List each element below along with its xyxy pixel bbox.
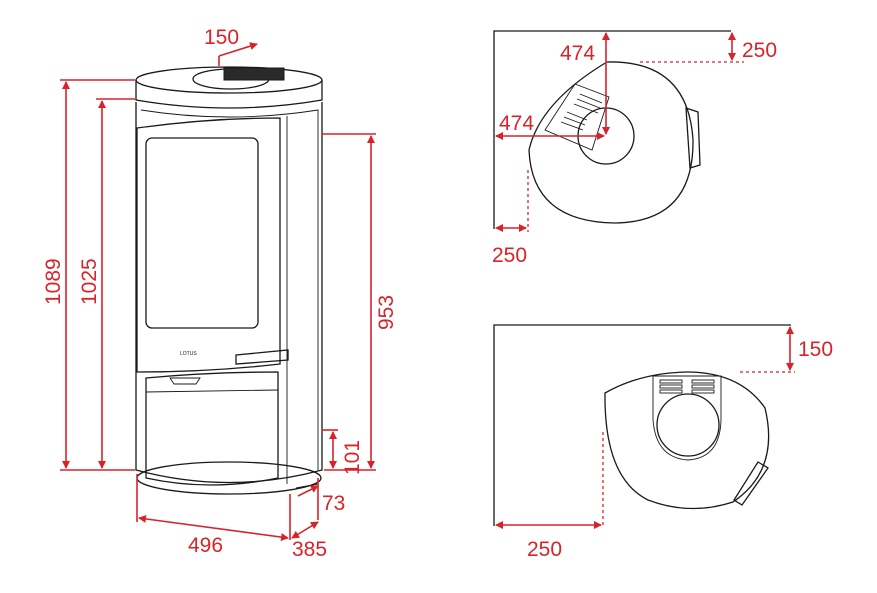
dim-label-air-inlet: 101 [341, 440, 364, 475]
dim-label-flue-height: 953 [375, 295, 398, 330]
corner-hood [544, 83, 610, 151]
corner-view: 474 474 250 250 [492, 30, 777, 267]
wall-view: 150 250 [493, 324, 833, 561]
dim-line-depth [291, 521, 319, 539]
corner-walls [493, 30, 731, 229]
door-glass [145, 137, 259, 329]
dim-label-corner-vertical: 474 [560, 42, 595, 65]
dim-label-height-to-top: 1025 [78, 258, 101, 305]
dim-line-top-offset [218, 42, 258, 57]
wall-view-walls [493, 324, 791, 526]
corner-stove-handle [685, 107, 701, 169]
wall-vent-grille [659, 379, 715, 394]
corner-vent-grille [560, 93, 603, 131]
dim-label-total-height: 1089 [42, 258, 65, 305]
door-handle [235, 349, 289, 365]
dim-label-corner-horizontal: 474 [499, 112, 534, 135]
dim-line-rear-offset [297, 485, 319, 497]
dim-label-rear-clearance: 150 [798, 338, 833, 361]
stove-body-inner-edge [140, 109, 319, 470]
stove-base [136, 461, 322, 495]
front-view: LOTUS 150 1089 1025 953 101 73 [42, 26, 398, 561]
dim-label-rear-offset: 73 [322, 492, 345, 515]
vent-slot [169, 377, 201, 385]
stove-top-band [135, 80, 323, 109]
dim-label-top-offset: 150 [204, 26, 239, 49]
door-frame [136, 117, 281, 373]
corner-stove-outline [528, 61, 694, 224]
log-store-opening [145, 371, 279, 486]
log-shelf [145, 389, 279, 393]
dim-label-side-clearance: 250 [527, 538, 562, 561]
dim-label-wall-top: 250 [742, 39, 777, 62]
dim-label-width: 496 [188, 534, 223, 557]
wall-hood [652, 375, 722, 461]
dim-line-width [138, 514, 289, 542]
dim-label-wall-left: 250 [492, 244, 527, 267]
dim-label-depth: 385 [292, 538, 327, 561]
brand-logo: LOTUS [180, 351, 197, 357]
wall-flue-opening [656, 393, 720, 457]
stove-body [135, 102, 323, 484]
top-vent-grille [223, 67, 285, 81]
base-foot [295, 483, 319, 489]
wall-stove-handle [733, 461, 769, 506]
wall-stove-outline [604, 371, 770, 510]
